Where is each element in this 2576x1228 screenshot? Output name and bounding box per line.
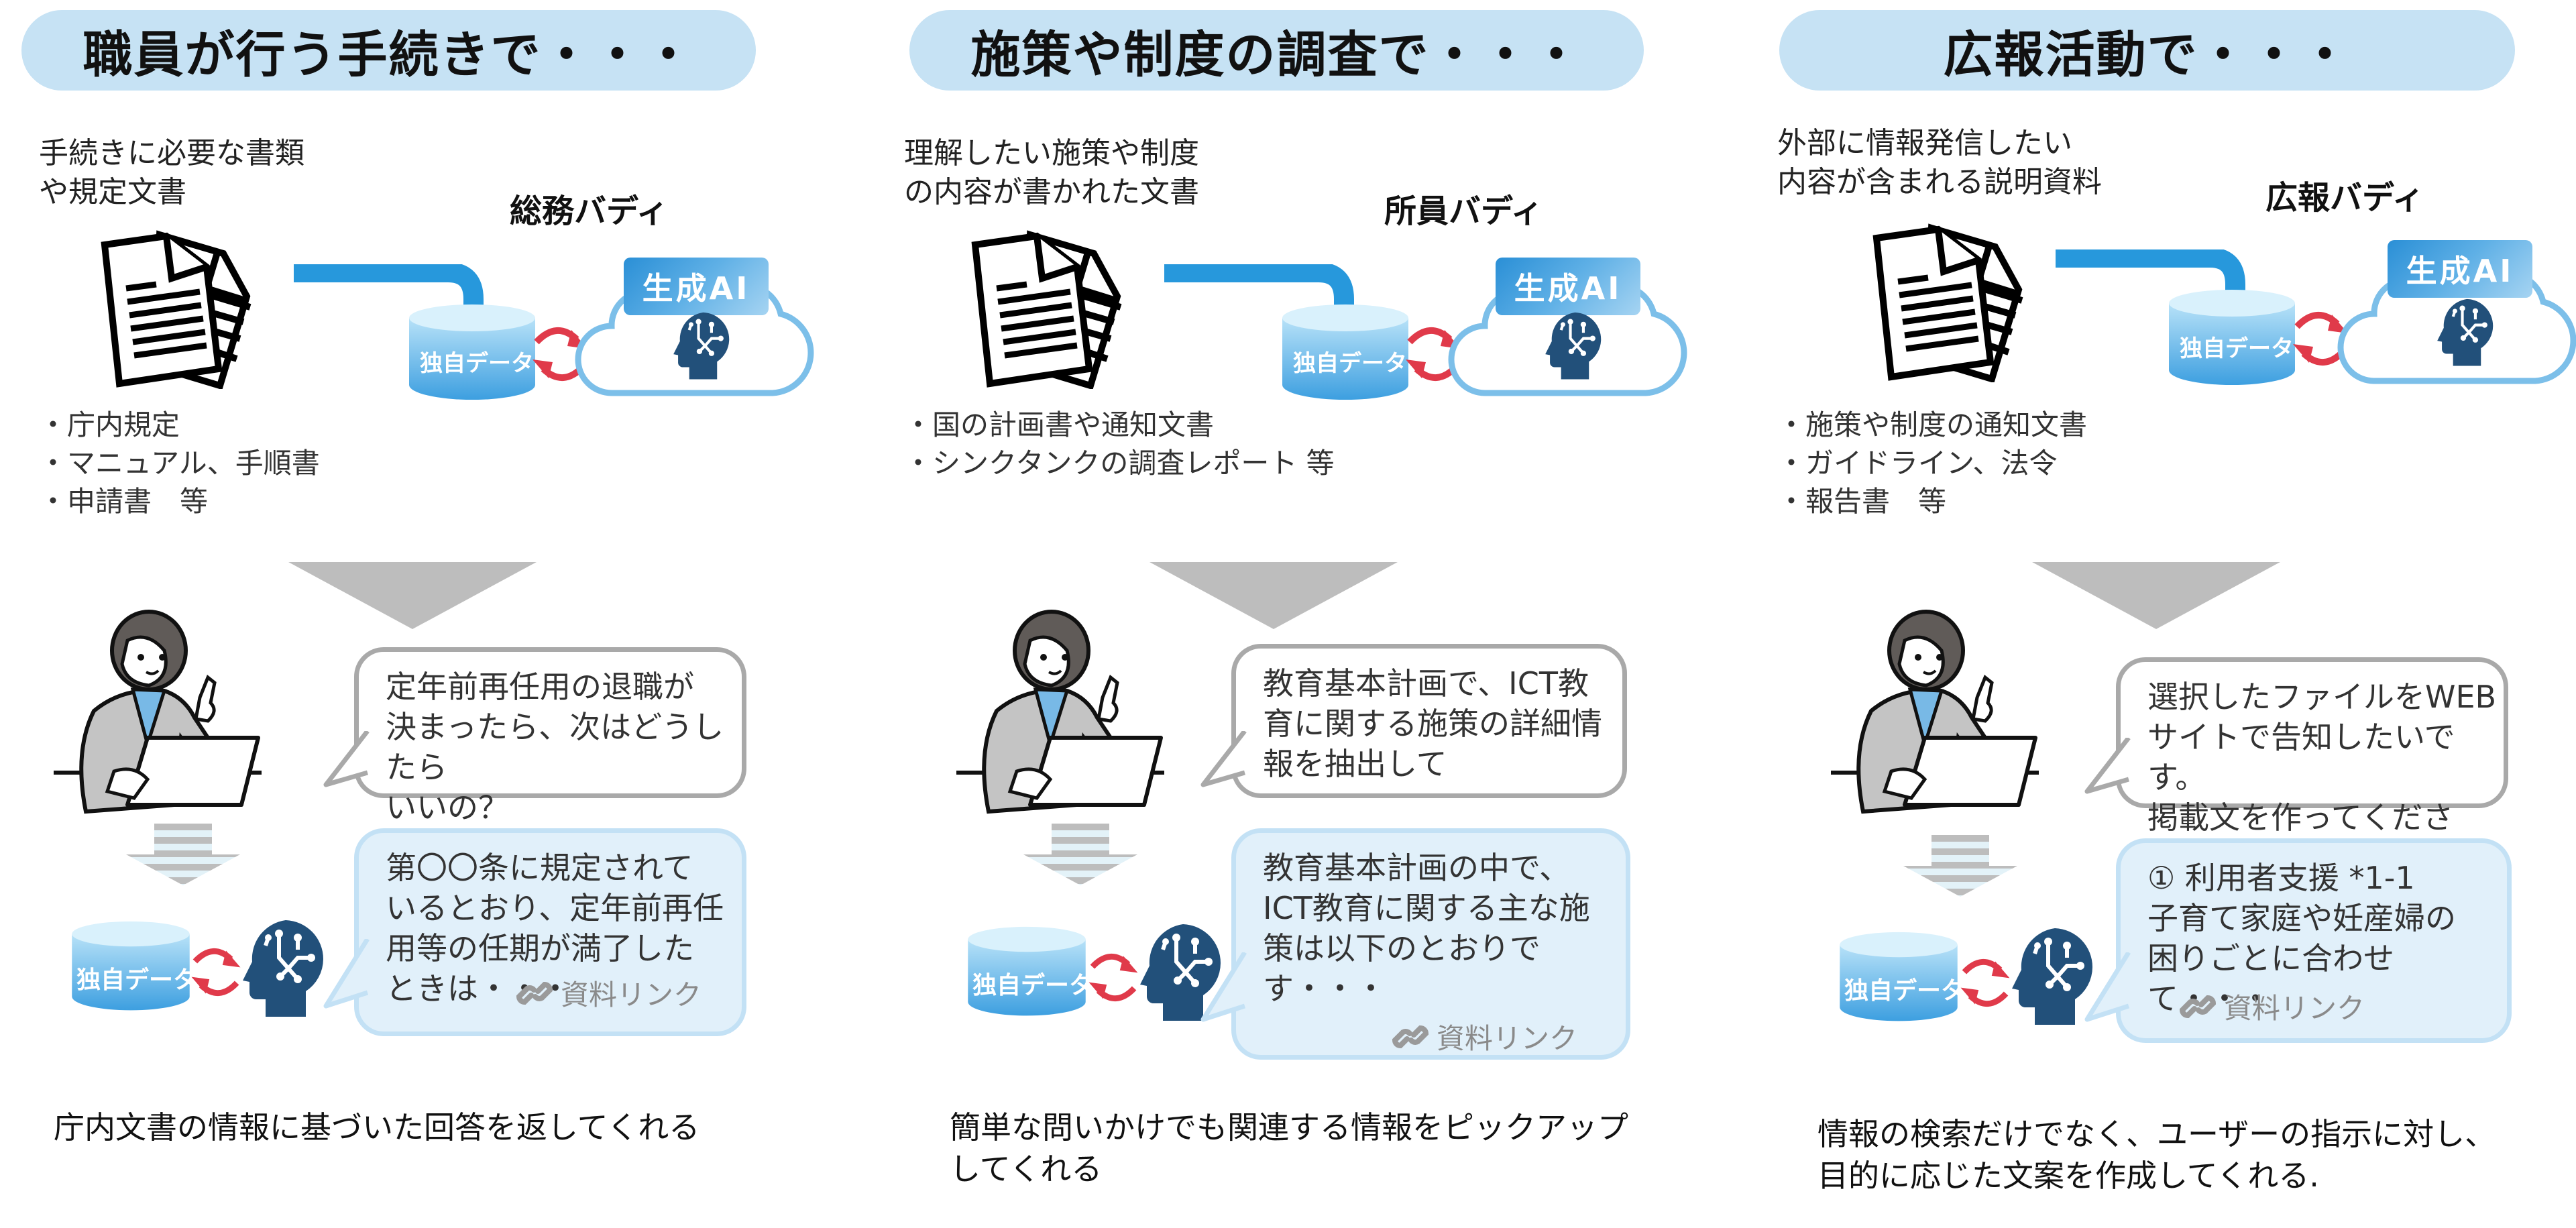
source-bullet-item: 庁内規定 (51, 406, 320, 444)
own-data-label: 独自データ (1844, 977, 1966, 1005)
documents-icon (971, 230, 1122, 389)
user-message-bubble: 定年前再任用の退職が 決まったら、次はどうしたら いいの？ (354, 647, 746, 826)
database-icon (1840, 932, 1958, 1021)
generative-ai-tag: 生成AI (624, 258, 769, 315)
database-icon (72, 921, 190, 1011)
source-documents-label: 手続きに必要な書類 や規定文書 (39, 136, 304, 209)
own-data-label: 独自データ (972, 972, 1094, 999)
generative-ai-tag: 生成AI (2388, 240, 2532, 298)
scenario-title-pill: 広報活動で・・・ (1779, 10, 2515, 91)
scenario-title: 職員が行う手続きで・・・ (82, 25, 695, 84)
buddy-name: 総務バディ (510, 192, 669, 230)
buddy-name: 広報バディ (2265, 179, 2424, 217)
own-data-label: 独自データ (2180, 335, 2294, 362)
scenario-panel-2: 施策や制度の調査で・・・ 理解したい施策や制度 の内容が書かれた文書 所員バディ (883, 0, 1741, 1228)
sync-arrows-icon (191, 948, 241, 997)
scenario-title-pill: 職員が行う手続きで・・・ (21, 10, 756, 91)
ai-response-text: ① 利用者支援 *1-1 子育て家庭や妊産婦の 困りごとに合わせて・・・ (2147, 860, 2456, 1017)
ai-brain-head-icon (2012, 928, 2092, 1025)
source-bullet-item: シンクタンクの調査レポート 等 (916, 444, 1335, 482)
down-triangle-icon (1150, 562, 1398, 629)
scenario-panel-3: 広報活動で・・・ 外部に情報発信したい 内容が含まれる説明資料 広報バディ (1757, 0, 2576, 1228)
down-triangle-icon (288, 562, 537, 629)
sync-arrows-icon (1960, 958, 2010, 1007)
panel-caption: 情報の検索だけでなく、ユーザーの指示に対し、 目的に応じた文案を作成してくれる. (1817, 1116, 2496, 1194)
user-bubble-tail (2084, 738, 2131, 794)
scenario-panel-1: 職員が行う手続きで・・・ 手続きに必要な書類 や規定文書 総務バディ (0, 0, 858, 1228)
own-data-label: 独自データ (1293, 350, 1407, 377)
ai-bubble-tail (1200, 952, 1247, 1022)
document-link-label[interactable]: 資料リンク (2224, 992, 2365, 1025)
ai-brain-head-icon (673, 312, 730, 380)
user-message-text: 教育基本計画で、ICT教 育に関する施策の詳細情 報を抽出して (1263, 665, 1602, 782)
database-icon (1282, 304, 1408, 400)
source-bullet-list: 庁内規定マニュアル、手順書申請書 等 (51, 406, 320, 520)
ai-bubble-tail (323, 939, 370, 1009)
office-worker-laptop-icon (956, 610, 1164, 814)
database-icon (968, 926, 1086, 1016)
source-bullet-item: 申請書 等 (51, 482, 320, 520)
ai-brain-head-icon (243, 920, 323, 1017)
ai-response-bubble: ① 利用者支援 *1-1 子育て家庭や妊産婦の 困りごとに合わせて・・・ (2116, 838, 2512, 1043)
chain-link-icon (2180, 995, 2216, 1018)
office-worker-laptop-icon (1831, 610, 2039, 814)
source-bullet-list: 施策や制度の通知文書ガイドライン、法令報告書 等 (1789, 406, 2087, 520)
chain-link-icon (1392, 1025, 1429, 1048)
source-documents-label: 外部に情報発信したい 内容が含まれる説明資料 (1777, 126, 2102, 199)
down-triangle-icon (2032, 562, 2280, 629)
scenario-title-pill: 施策や制度の調査で・・・ (909, 10, 1644, 91)
chain-link-icon (516, 981, 553, 1005)
buddy-name: 所員バディ (1384, 192, 1543, 230)
source-bullet-item: ガイドライン、法令 (1789, 444, 2087, 482)
user-message-bubble: 教育基本計画で、ICT教 育に関する施策の詳細情 報を抽出して (1231, 644, 1627, 798)
panel-caption: 庁内文書の情報に基づいた回答を返してくれる (54, 1109, 700, 1146)
source-bullet-item: 施策や制度の通知文書 (1789, 406, 2087, 444)
documents-icon (101, 230, 251, 389)
document-link[interactable]: 資料リンク (516, 972, 702, 1013)
office-worker-laptop-icon (54, 610, 262, 814)
user-bubble-tail (1200, 731, 1247, 787)
own-data-label: 独自データ (420, 350, 534, 377)
source-bullet-item: 国の計画書や通知文書 (916, 406, 1335, 444)
user-message-text: 選択したファイルをWEB サイトで告知したいです。 掲載文を作ってください。 (2147, 679, 2497, 876)
ai-response-text: 第〇〇条に規定されて いるとおり、定年前再任 用等の任期が満了した ときは・・・ (386, 850, 724, 1007)
document-link[interactable]: 資料リンク (2180, 986, 2365, 1027)
user-message-bubble: 選択したファイルをWEB サイトで告知したいです。 掲載文を作ってください。 (2116, 657, 2508, 876)
documents-icon (1872, 223, 2023, 382)
source-bullet-list: 国の計画書や通知文書シンクタンクの調査レポート 等 (916, 406, 1335, 482)
ai-brain-head-icon (1545, 312, 1602, 380)
database-icon (409, 304, 535, 400)
document-link-label[interactable]: 資料リンク (1437, 1022, 1578, 1055)
user-message-text: 定年前再任用の退職が 決まったら、次はどうしたら いいの？ (386, 669, 724, 826)
scenario-title: 施策や制度の調査で・・・ (970, 25, 1583, 84)
scenario-title: 広報活動で・・・ (1943, 25, 2351, 84)
ai-bubble-tail (2084, 952, 2131, 1022)
own-data-label: 独自データ (76, 966, 198, 994)
stripe-down-arrow-icon (1023, 824, 1137, 885)
stripe-down-arrow-icon (1903, 835, 2017, 897)
stripe-down-arrow-icon (126, 824, 240, 885)
panel-caption: 簡単な問いかけでも関連する情報をピックアップ してくれる (950, 1109, 1628, 1187)
ai-response-bubble: 第〇〇条に規定されて いるとおり、定年前再任 用等の任期が満了した ときは・・・ (354, 828, 746, 1036)
source-documents-label: 理解したい施策や制度 の内容が書かれた文書 (904, 136, 1199, 209)
sync-arrows-icon (1088, 953, 1138, 1002)
source-bullet-item: マニュアル、手順書 (51, 444, 320, 482)
ai-response-bubble: 教育基本計画の中で、 ICT教育に関する主な施 策は以下のとおりで す・・・ (1231, 828, 1630, 1060)
database-icon (2169, 290, 2295, 385)
ai-brain-head-icon (1140, 924, 1221, 1021)
document-link[interactable]: 資料リンク (1392, 1016, 1577, 1057)
ai-response-text: 教育基本計画の中で、 ICT教育に関する主な施 策は以下のとおりで す・・・ (1263, 850, 1590, 1007)
document-link-label[interactable]: 資料リンク (561, 979, 702, 1011)
source-bullet-item: 報告書 等 (1789, 482, 2087, 520)
user-bubble-tail (323, 731, 370, 787)
ai-brain-head-icon (2437, 298, 2494, 366)
generative-ai-tag: 生成AI (1496, 258, 1640, 315)
